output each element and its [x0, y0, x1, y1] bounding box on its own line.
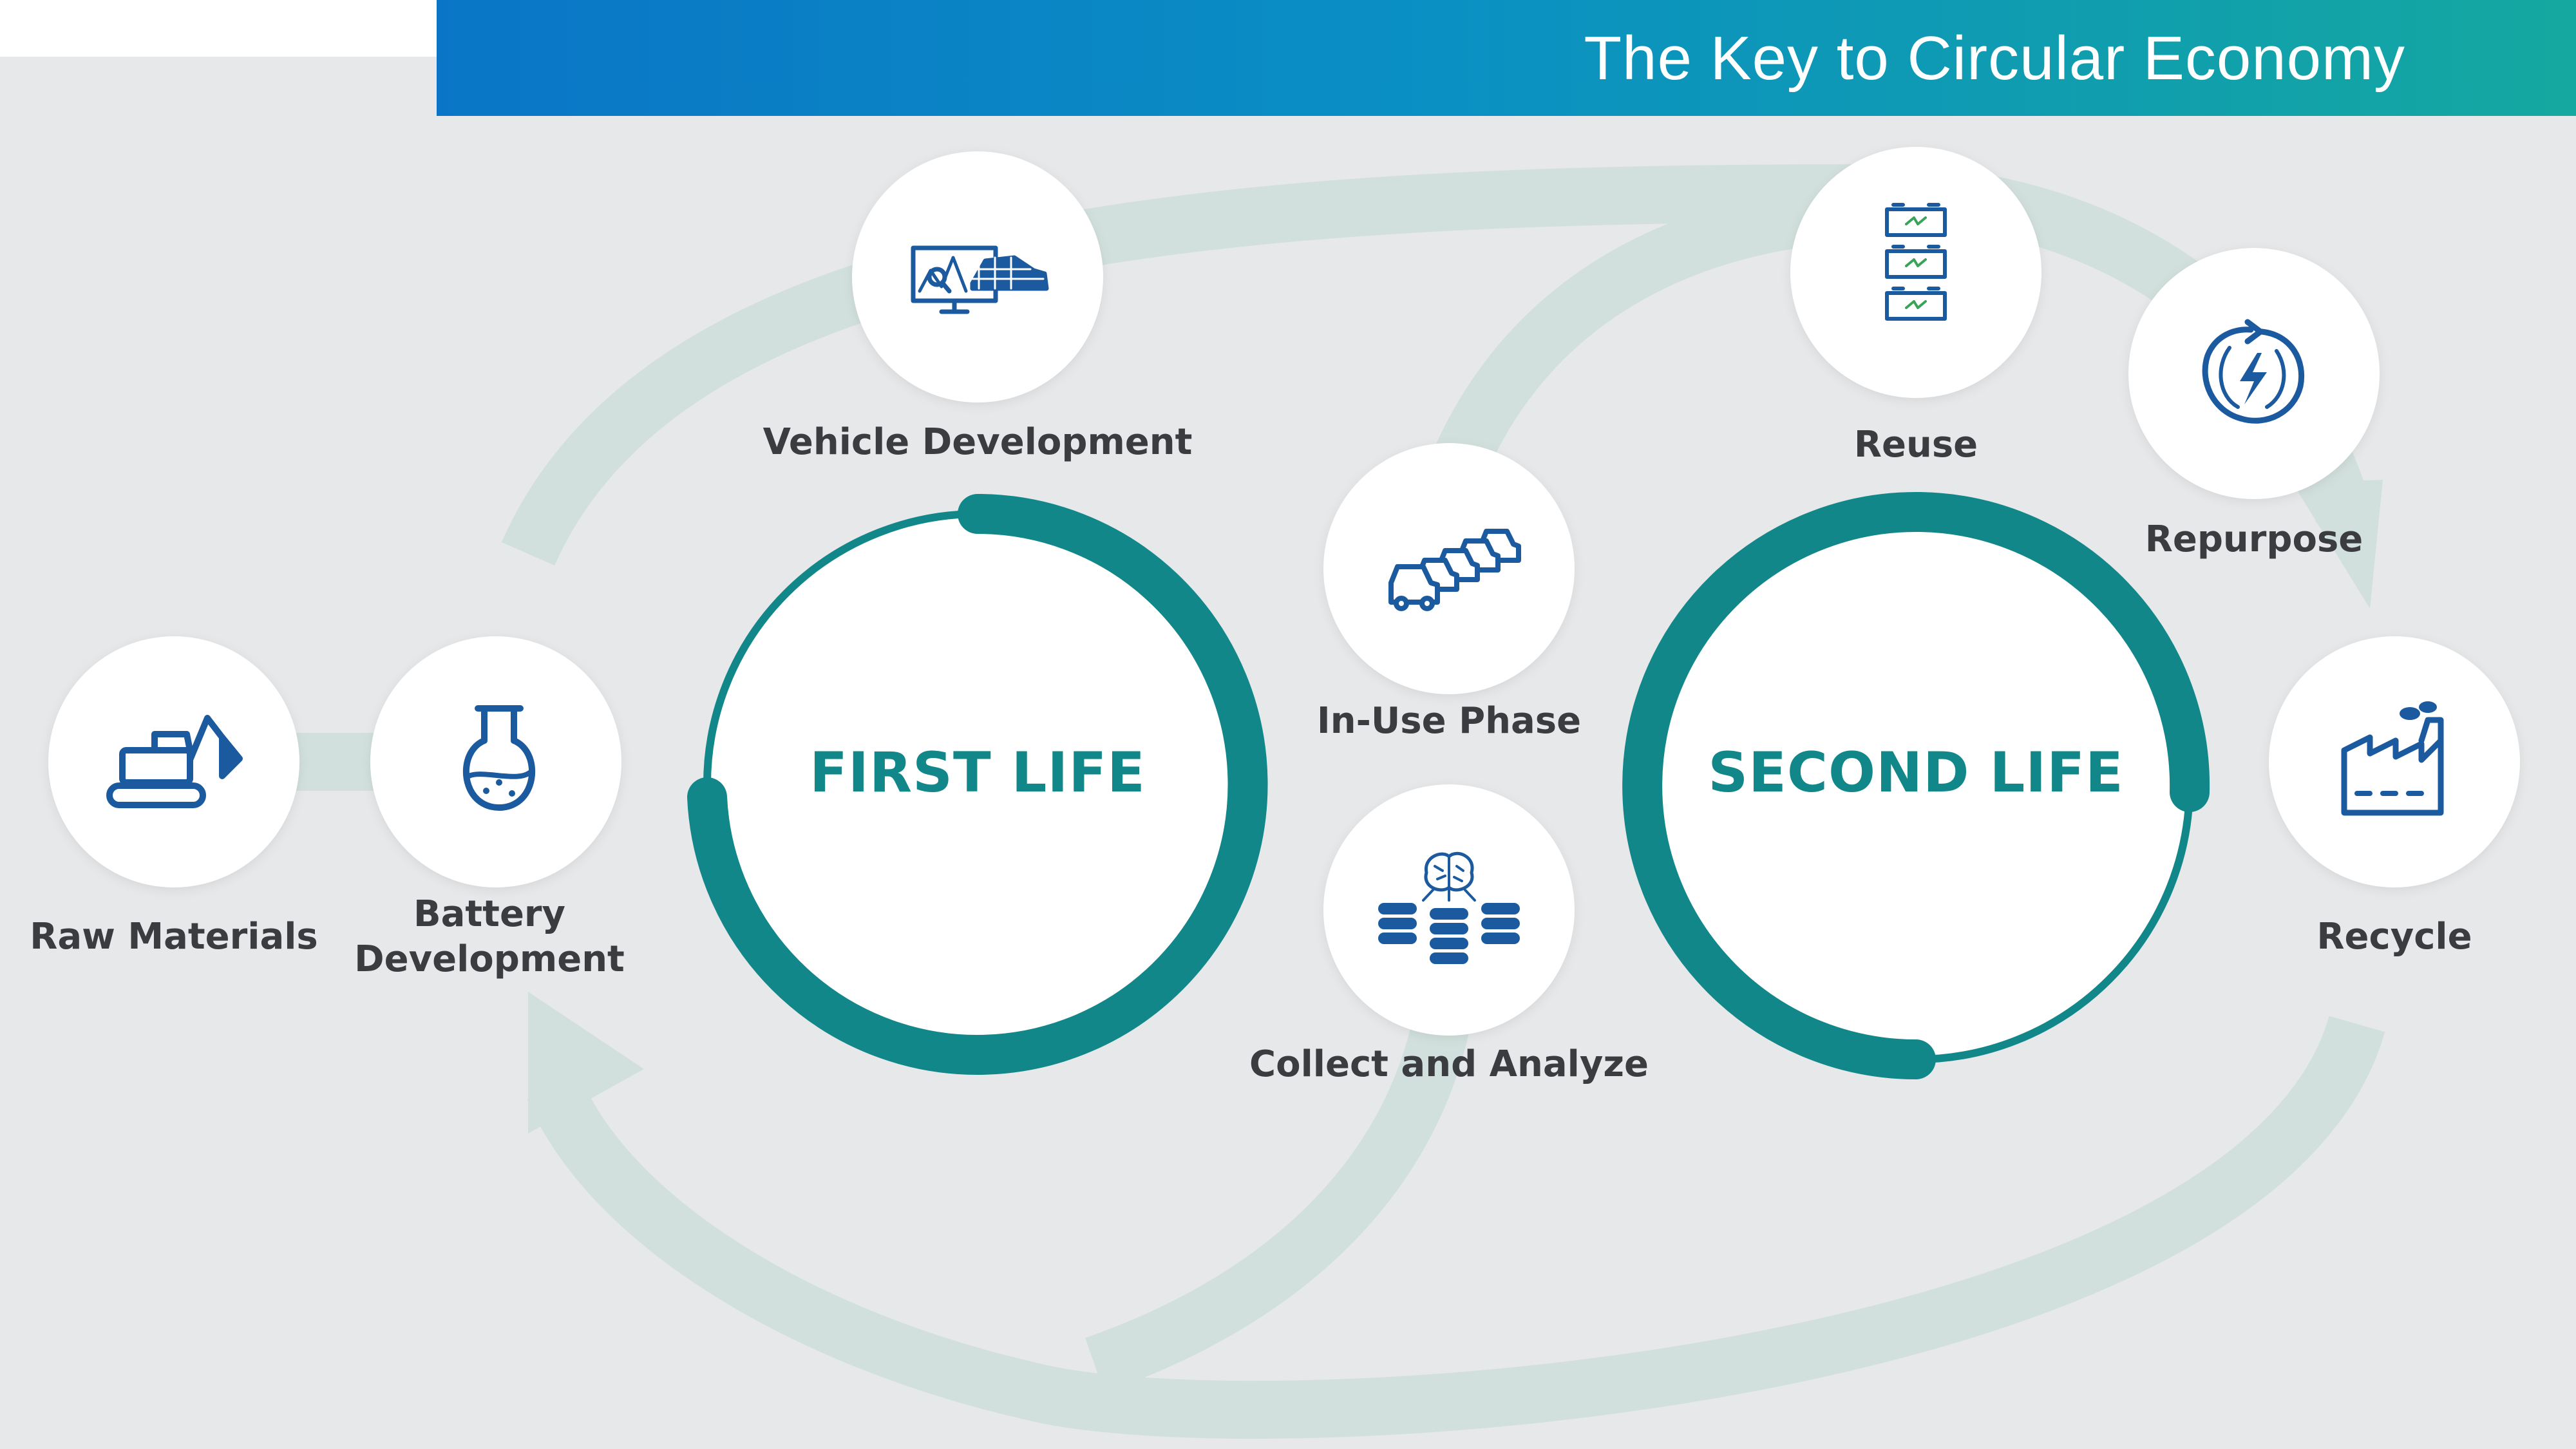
battery-development-label-line2: Development — [354, 938, 625, 980]
page-title: The Key to Circular Economy — [1584, 24, 2405, 93]
stacked-batteries-icon — [1885, 203, 1947, 321]
title-bar — [437, 0, 2576, 116]
reuse-label: Reuse — [1853, 424, 1978, 466]
flow-arrowhead-to-recycle — [2293, 480, 2383, 609]
recycle-label: Recycle — [2316, 916, 2472, 958]
flow-arrowhead-to-battery — [528, 992, 644, 1133]
circular-energy-icon — [2202, 319, 2305, 424]
flow-arrow-inner-upper — [1421, 184, 1869, 500]
battery-development-circle — [370, 636, 621, 887]
reuse-circle — [1790, 147, 2041, 398]
in-use-phase-label: In-Use Phase — [1316, 700, 1582, 742]
repurpose-label: Repurpose — [2145, 518, 2363, 560]
cars-traffic-icon — [1388, 529, 1521, 611]
computer-car-design-icon — [911, 245, 1049, 314]
collect-and-analyze-label: Collect and Analyze — [1249, 1043, 1649, 1085]
node-circles — [48, 147, 2520, 1036]
first-life-label: FIRST LIFE — [810, 741, 1146, 805]
brain-database-icon — [1378, 851, 1520, 964]
vehicle-development-label: Vehicle Development — [762, 421, 1193, 463]
second-life-ring — [1622, 492, 2210, 1079]
corner-white-block — [0, 0, 437, 57]
raw-materials-circle — [48, 636, 299, 887]
second-life-label: SECOND LIFE — [1708, 741, 2124, 805]
flow-arrow-bottom-loop — [527, 1016, 2385, 1439]
first-life-ring — [687, 494, 1268, 1075]
recycle-circle — [2269, 636, 2520, 887]
raw-materials-label: Raw Materials — [30, 916, 318, 958]
battery-development-label-line1: Battery — [413, 893, 566, 935]
battery-development-label: Battery Development — [245, 892, 734, 982]
flask-icon — [462, 705, 536, 811]
factory-icon — [2341, 701, 2444, 816]
excavator-icon — [106, 715, 243, 808]
